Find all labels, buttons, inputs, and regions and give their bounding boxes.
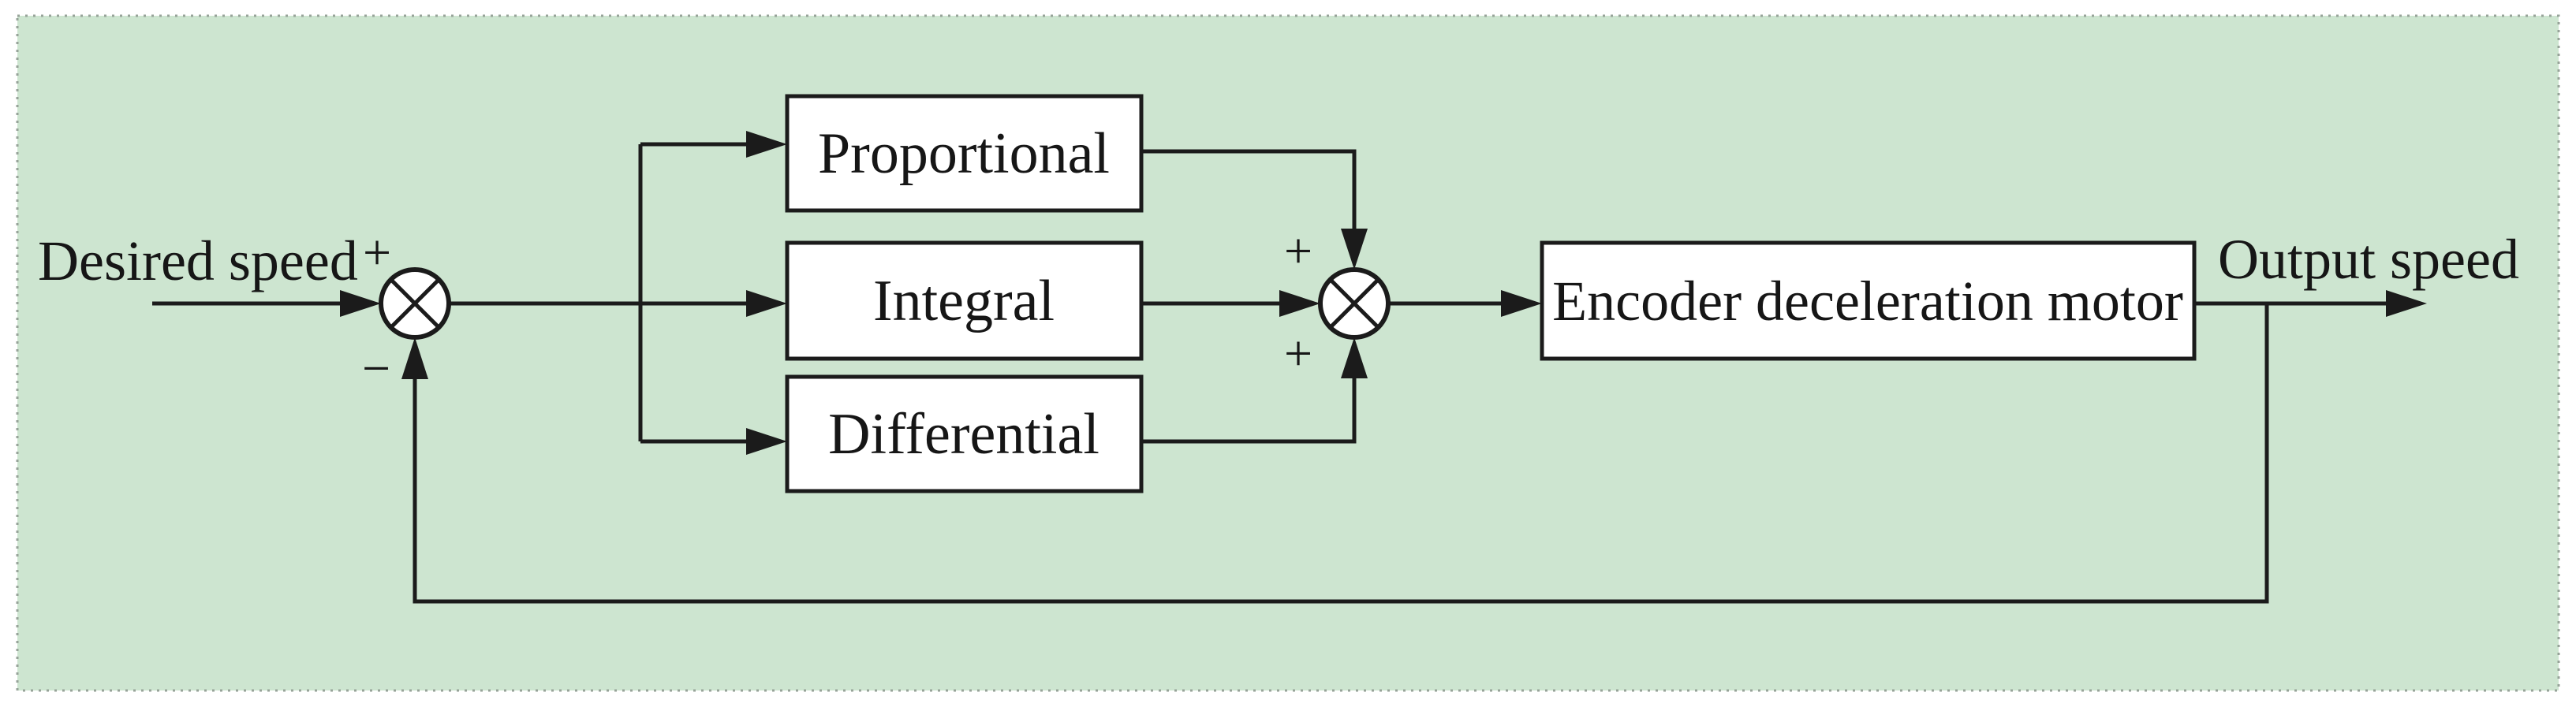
sum-junction-error-cross-icon [389,277,441,329]
proportional-in-arrowhead-icon [746,131,787,158]
motor-box [1540,240,2197,361]
integral-label: Integral [873,269,1055,333]
output-speed-label: Output speed [2218,228,2519,291]
sum-junction-pid-cross-icon [1328,277,1380,329]
integral-in-arrowhead-icon [746,290,787,317]
output-arrowhead-icon [2386,290,2427,317]
motor-in-arrowhead-icon [1501,290,1542,317]
differential-box [785,374,1144,493]
differential-output-wire [1141,378,1357,444]
block-proportional: Proportional [785,94,1144,213]
wires [152,142,2387,604]
sum-junction-error [379,267,451,340]
block-motor: Encoder deceleration motor [1540,240,2197,361]
sum1-plus-sign: + [363,225,391,281]
proportional-label: Proportional [818,121,1110,186]
differential-label: Differential [828,402,1099,467]
desired-speed-label: Desired speed [38,229,358,292]
sum2-top-plus-sign: + [1284,223,1312,279]
block-differential: Differential [785,374,1144,493]
integral-box [785,240,1144,361]
sum2-bottom-arrowhead-icon [1341,337,1368,378]
feedback-wire [413,303,2269,604]
input-arrowhead-icon [340,290,381,317]
sum2-top-arrowhead-icon [1341,229,1368,270]
proportional-output-wire [1141,149,1357,230]
block-integral: Integral [785,240,1144,361]
sum2-bottom-plus-sign: + [1284,326,1312,382]
sum1-minus-sign: − [362,341,390,396]
sum-junction-pid [1318,267,1391,340]
differential-in-arrowhead-icon [746,428,787,455]
motor-label: Encoder deceleration motor [1552,270,2183,333]
sum2-left-arrowhead-icon [1279,290,1320,317]
arrowheads [340,131,2427,455]
feedback-arrowhead-icon [401,337,428,379]
proportional-box [785,94,1144,213]
